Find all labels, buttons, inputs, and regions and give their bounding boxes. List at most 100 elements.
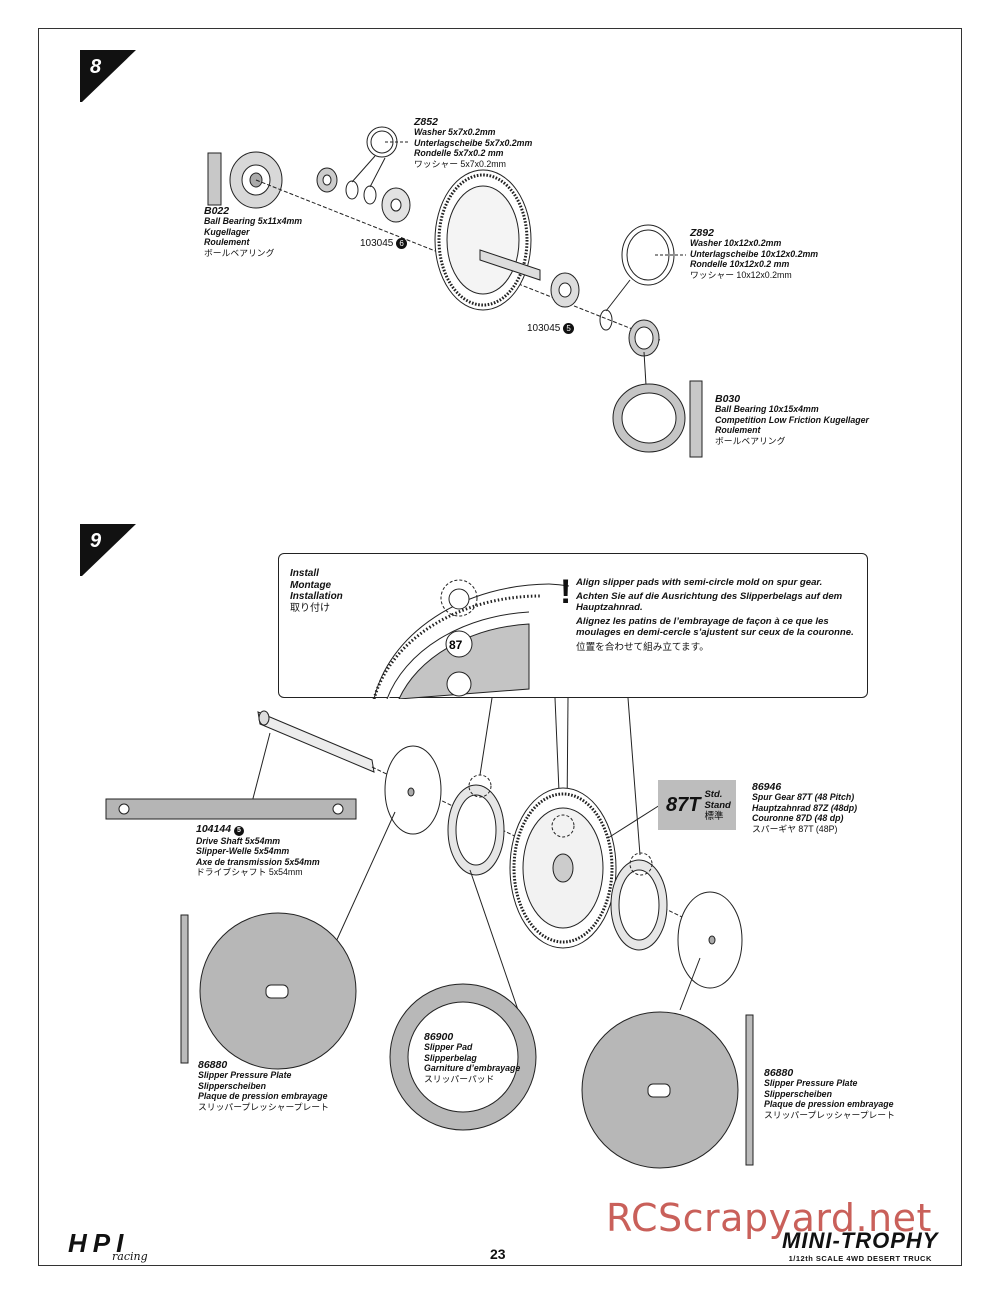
step-badge-shape (80, 50, 136, 102)
install-line: Install (290, 568, 319, 579)
label-jp: スリッパープレッシャープレート (198, 1101, 329, 1112)
callout-gear-detail: 87 (372, 579, 570, 699)
label-line: Kugellager (204, 226, 250, 237)
label-line: Rondelle 10x12x0.2 mm (690, 259, 790, 270)
part-code: B022 (204, 205, 230, 217)
part-code: 86946 (752, 781, 782, 793)
label-line: Slipperscheiben (764, 1088, 832, 1099)
part-103045-b: 103045 5 (527, 323, 575, 334)
page-number: 23 (490, 1246, 506, 1262)
shaft-side-view (105, 798, 357, 820)
badge-text: Std. Stand 標準 (704, 789, 730, 822)
label-pressure-plate-right: 86880 Slipper Pressure Plate Slippersche… (764, 1068, 895, 1120)
label-line: Roulement (715, 425, 761, 436)
label-jp: ボールベアリング (715, 435, 786, 446)
label-line: Plaque de pression embrayage (764, 1099, 894, 1110)
washer-z892 (599, 309, 613, 331)
note-en: Align slipper pads with semi-circle mold… (576, 577, 823, 588)
label-line: Axe de transmission 5x54mm (196, 856, 320, 867)
part-number: 103045 (527, 323, 561, 334)
note-de: Achten Sie auf die Ausrichtung des Slipp… (576, 590, 843, 614)
step-number: 9 (90, 530, 102, 552)
label-line: Unterlagscheibe 10x12x0.2mm (690, 248, 819, 259)
badge-jp: 標準 (704, 810, 724, 822)
label-line: Roulement (204, 237, 250, 248)
gear-mark-87: 87 (449, 638, 463, 652)
part-code: 86900 (424, 1031, 454, 1043)
watermark: RCScrapyard.net (606, 1196, 932, 1240)
washer-1 (345, 180, 359, 200)
label-z852: Z852 Washer 5x7x0.2mm Unterlagscheibe 5x… (414, 117, 532, 169)
logo-subtext: racing (112, 1250, 148, 1263)
badge-line: Stand (704, 799, 731, 811)
part-code: Z892 (690, 227, 714, 239)
part-code: 104144 (196, 823, 232, 835)
label-line: Ball Bearing 10x15x4mm (715, 404, 819, 415)
part-code: 86880 (764, 1067, 794, 1079)
hpi-racing-logo: HPI racing (68, 1228, 148, 1263)
page-frame (38, 28, 962, 1266)
label-line: Slipperbelag (424, 1052, 477, 1063)
washer-2 (363, 185, 377, 205)
label-jp: ワッシャー 10x12x0.2mm (690, 269, 792, 280)
drive-shaft (257, 710, 375, 773)
install-line: Montage (290, 579, 332, 591)
label-jp: ボールベアリング (204, 247, 275, 258)
label-line: Rondelle 5x7x0.2 mm (414, 148, 504, 159)
label-line: Slipper Pad (424, 1042, 473, 1053)
label-pressure-plate-left: 86880 Slipper Pressure Plate Slippersche… (198, 1060, 329, 1112)
logo-text: HPI (68, 1228, 130, 1258)
install-line: Installation (290, 591, 343, 602)
label-line: Hauptzahnrad 87Z (48dp) (752, 802, 858, 813)
part-code: 86880 (198, 1059, 228, 1071)
label-line: Slipper Pressure Plate (764, 1078, 858, 1089)
label-jp: ドライブシャフト 5x54mm (196, 867, 303, 878)
label-line: Slipperscheiben (198, 1080, 266, 1091)
label-line: Ball Bearing 5x11x4mm (204, 216, 303, 227)
label-z892: Z892 Washer 10x12x0.2mm Unterlagscheibe … (690, 228, 818, 280)
label-line: Washer 10x12x0.2mm (690, 238, 782, 249)
label-line: Couronne 87D (48 dp) (752, 813, 844, 824)
label-b030: B030 Ball Bearing 10x15x4mm Competition … (715, 394, 869, 446)
step-badge-shape (80, 524, 136, 576)
warning-icon: ! (560, 573, 572, 611)
bearing-b022-side (207, 152, 222, 206)
part-103045-a: 103045 6 (360, 238, 408, 249)
brand-title: MINI-TROPHY (782, 1228, 939, 1253)
part-qty-badge: 6 (396, 238, 408, 249)
step-9-badge: 9 (80, 524, 138, 576)
step-number: 8 (90, 56, 102, 78)
install-callout: 87 (278, 553, 868, 699)
label-jp: スリッパーパッド (424, 1073, 495, 1084)
bearing-b030-side (689, 380, 703, 458)
label-spur-gear: 86946 Spur Gear 87T (48 Pitch) Hauptzahn… (752, 782, 857, 834)
brand-subtitle: 1/12th SCALE 4WD DESERT TRUCK (788, 1254, 932, 1263)
badge-teeth: 87T (666, 793, 701, 816)
label-jp: スパーギヤ 87T (48P) (752, 823, 838, 834)
label-line: Plaque de pression embrayage (198, 1091, 328, 1102)
part-code-row: 104144 5 (196, 824, 320, 836)
step-8-badge: 8 (80, 50, 138, 102)
note-fr: Alignez les patins de l’embrayage de faç… (576, 615, 854, 639)
label-jp: スリッパープレッシャープレート (764, 1109, 895, 1120)
install-label: Install Montage Installation 取り付け (290, 568, 343, 614)
part-qty-badge: 5 (563, 323, 575, 334)
label-line: Slipper Pressure Plate (198, 1070, 292, 1081)
badge-line: Std. (704, 788, 723, 800)
label-line: Slipper-Welle 5x54mm (196, 846, 290, 857)
label-jp: ワッシャー 5x7x0.2mm (414, 158, 506, 169)
part-number: 103045 (360, 238, 394, 249)
label-slipper-pad: 86900 Slipper Pad Slipperbelag Garniture… (424, 1032, 520, 1084)
label-line: Drive Shaft 5x54mm (196, 836, 281, 846)
install-jp: 取り付け (290, 602, 330, 614)
label-line: Unterlagscheibe 5x7x0.2mm (414, 137, 533, 148)
label-line: Garniture d’embrayage (424, 1063, 521, 1074)
part-qty-badge: 5 (233, 826, 244, 836)
mini-trophy-logo: MINI-TROPHY 1/12th SCALE 4WD DESERT TRUC… (782, 1228, 938, 1263)
part-code: Z852 (414, 116, 438, 128)
standard-gear-badge: 87T Std. Stand 標準 (658, 780, 736, 830)
label-drive-shaft: 104144 5 Drive Shaft 5x54mm Slipper-Well… (196, 824, 320, 878)
label-line: Spur Gear 87T (48 Pitch) (752, 792, 855, 803)
label-b022: B022 Ball Bearing 5x11x4mm Kugellager Ro… (204, 206, 302, 258)
